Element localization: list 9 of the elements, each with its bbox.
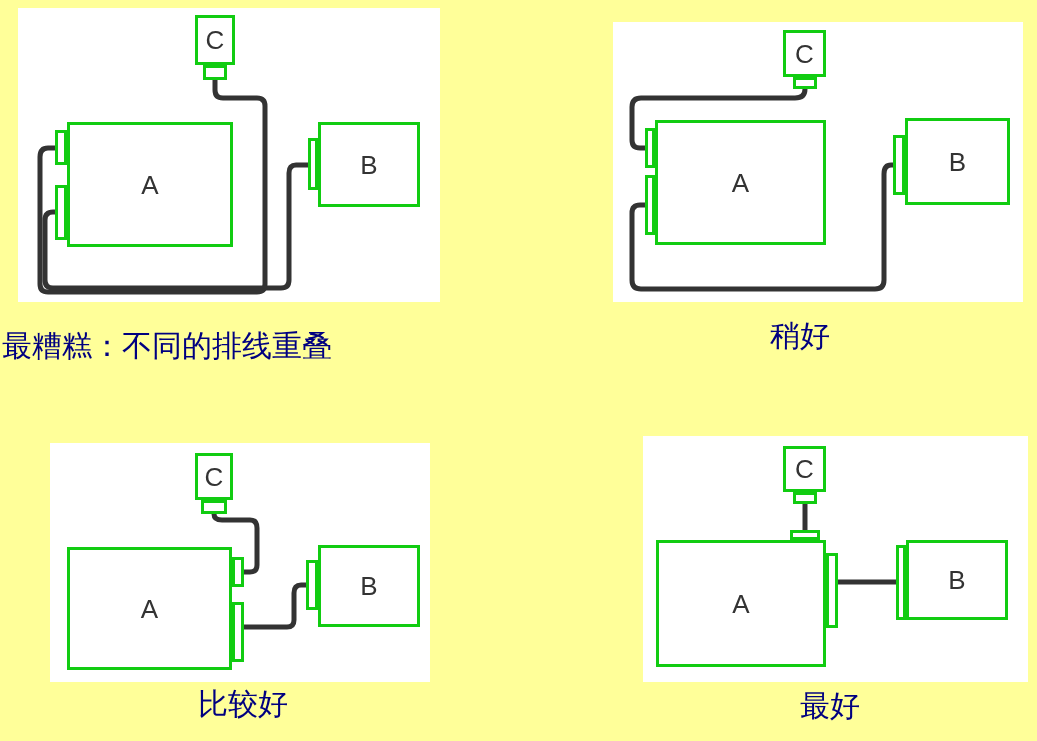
ribbon-cable [629,162,894,292]
ribbon-cable [838,579,896,585]
ribbon-cable [802,504,808,530]
caption-text: 最糟糕：不同的排线重叠 [2,328,332,364]
caption-text: 稍好 [770,318,830,354]
ribbon-cable [42,162,308,291]
caption-text: 最好 [800,688,860,724]
ribbon-cable [244,582,306,630]
caption-text: 比较好 [198,686,288,722]
